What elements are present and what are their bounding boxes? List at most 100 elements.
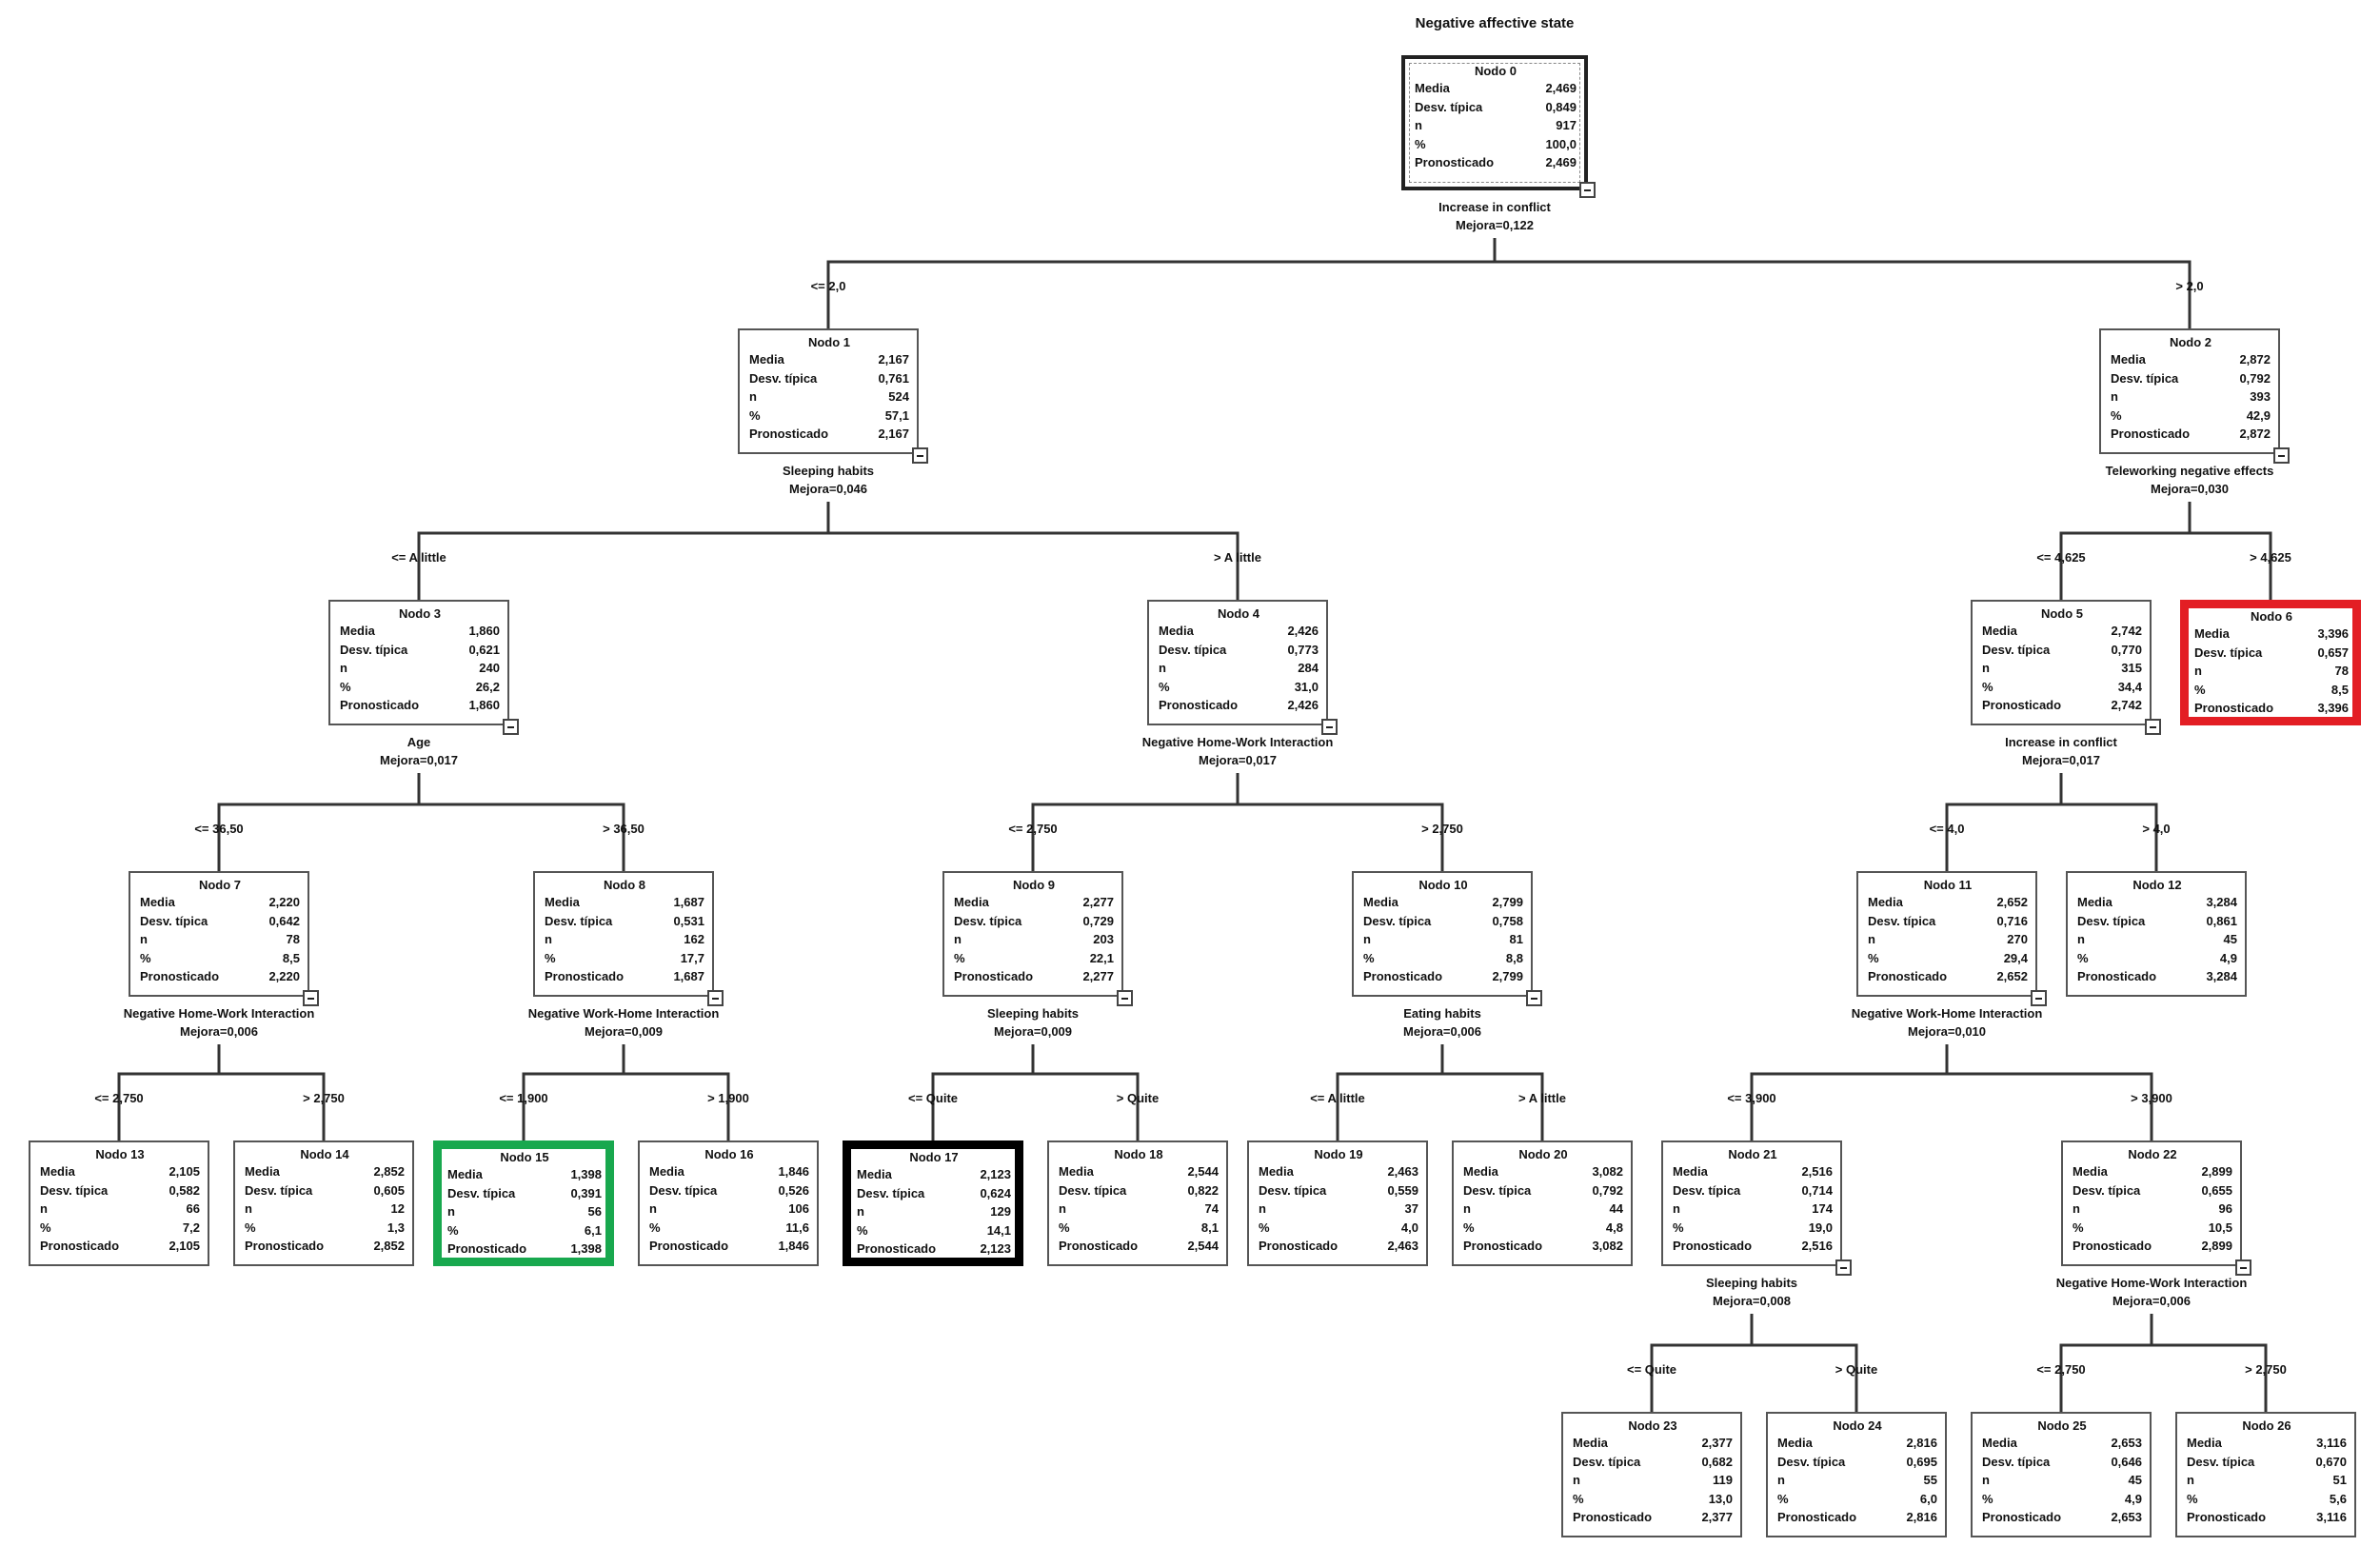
stat-label: n xyxy=(954,932,962,946)
stat-label: % xyxy=(2073,1220,2084,1235)
stat-label: Desv. típica xyxy=(1259,1182,1327,1198)
collapse-node-icon[interactable] xyxy=(2273,447,2290,464)
stat-value: 2,377 xyxy=(1701,1510,1733,1524)
branch-label: > 4,625 xyxy=(2250,550,2291,565)
split-variable: Age xyxy=(407,735,431,749)
stat-value: 106 xyxy=(788,1201,809,1216)
stat-value: 1,860 xyxy=(468,624,500,638)
stat-label: % xyxy=(140,950,151,965)
branch-label: > Quite xyxy=(1835,1362,1878,1377)
collapse-node-icon[interactable] xyxy=(1321,719,1338,735)
stat-value: 34,4 xyxy=(2117,679,2142,694)
collapse-node-icon[interactable] xyxy=(707,990,724,1006)
node-title: Nodo 16 xyxy=(704,1147,754,1161)
stat-value: 0,646 xyxy=(2111,1454,2142,1469)
node-title: Nodo 13 xyxy=(95,1147,145,1161)
stat-value: 270 xyxy=(2007,932,2028,946)
stat-label: Media xyxy=(1159,624,1194,638)
stat-value: 26,2 xyxy=(475,679,500,694)
branch-label: > A little xyxy=(1518,1091,1566,1105)
stat-value: 1,846 xyxy=(778,1239,809,1253)
stat-value: 0,861 xyxy=(2206,913,2237,928)
split-improvement: Mejora=0,030 xyxy=(2150,482,2230,496)
stat-value: 2,899 xyxy=(2201,1164,2232,1179)
collapse-node-icon[interactable] xyxy=(503,719,519,735)
stat-label: % xyxy=(2194,682,2206,697)
collapse-node-icon[interactable] xyxy=(1579,182,1596,198)
node-stat-row: %4,9 xyxy=(2077,949,2237,968)
stat-label: Pronosticado xyxy=(2194,701,2274,715)
node-title: Nodo 21 xyxy=(1728,1147,1777,1161)
stat-label: Pronosticado xyxy=(1463,1239,1543,1253)
stat-value: 0,531 xyxy=(673,913,704,928)
split-variable: Negative Home-Work Interaction xyxy=(2055,1276,2248,1290)
node-title: Nodo 14 xyxy=(300,1147,349,1161)
stat-value: 0,770 xyxy=(2111,642,2142,657)
stat-value: 0,714 xyxy=(1801,1182,1833,1198)
collapse-node-icon[interactable] xyxy=(303,990,319,1006)
stat-label: Desv. típica xyxy=(1982,1454,2051,1469)
stat-label: n xyxy=(1059,1201,1066,1216)
collapse-node-icon[interactable] xyxy=(2235,1259,2251,1276)
node-title: Nodo 20 xyxy=(1518,1147,1568,1161)
node-stat-row: %19,0 xyxy=(1673,1219,1833,1238)
stat-label: n xyxy=(40,1201,48,1216)
stat-value: 0,682 xyxy=(1701,1454,1733,1469)
stat-label: Media xyxy=(1982,624,2017,638)
stat-label: Pronosticado xyxy=(2187,1510,2267,1524)
stat-label: Pronosticado xyxy=(1059,1239,1139,1253)
stat-value: 57,1 xyxy=(884,407,909,423)
stat-label: Media xyxy=(2187,1436,2222,1450)
collapse-node-icon[interactable] xyxy=(1835,1259,1852,1276)
stat-value: 0,716 xyxy=(1996,913,2028,928)
stat-value: 0,773 xyxy=(1287,642,1319,657)
stat-label: Pronosticado xyxy=(1868,969,1948,983)
stat-label: n xyxy=(2073,1201,2080,1216)
stat-value: 393 xyxy=(2250,389,2271,404)
stat-label: Media xyxy=(1573,1436,1608,1450)
collapse-node-icon[interactable] xyxy=(2145,719,2161,735)
collapse-node-icon[interactable] xyxy=(1117,990,1133,1006)
stat-label: Desv. típica xyxy=(2111,370,2179,386)
stat-label: Media xyxy=(1415,81,1450,95)
collapse-node-icon[interactable] xyxy=(2031,990,2047,1006)
node-stat-row: %57,1 xyxy=(749,407,909,426)
node-stat-row: %17,7 xyxy=(545,949,704,968)
node-stat-row: %14,1 xyxy=(857,1221,1011,1240)
stat-value: 119 xyxy=(1713,1473,1733,1487)
branch-label: <= 3,900 xyxy=(1727,1091,1776,1105)
stat-label: % xyxy=(1059,1220,1070,1235)
stat-label: % xyxy=(649,1220,661,1235)
node-title: Nodo 4 xyxy=(1217,606,1260,621)
collapse-node-icon[interactable] xyxy=(1526,990,1542,1006)
node-stat-row: %8,8 xyxy=(1363,949,1523,968)
stat-label: Desv. típica xyxy=(749,370,818,386)
node-title: Nodo 26 xyxy=(2242,1418,2291,1433)
node-title: Nodo 22 xyxy=(2128,1147,2177,1161)
collapse-node-icon[interactable] xyxy=(912,447,928,464)
branch-label: <= 2,750 xyxy=(1008,822,1058,836)
stat-value: 6,1 xyxy=(584,1222,602,1238)
